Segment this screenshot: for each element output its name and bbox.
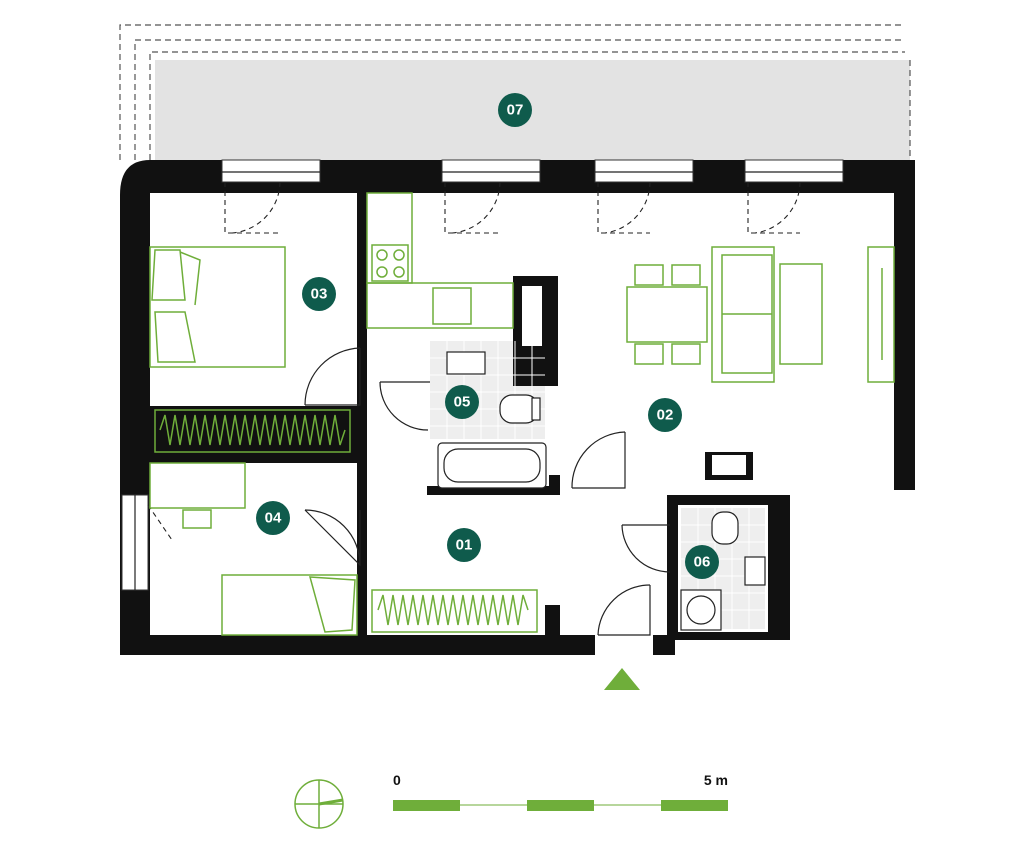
room-badge-05: 05: [445, 385, 479, 419]
entrance-arrow-icon: [604, 668, 640, 690]
furniture: [149, 192, 895, 636]
room-label: 04: [265, 510, 282, 527]
room-label: 06: [694, 554, 711, 571]
room-label: 07: [507, 102, 524, 119]
interior-doors: [304, 347, 671, 636]
room-badge-01: 01: [447, 528, 481, 562]
room-label: 01: [456, 537, 473, 554]
scale-bar: 0 5 m: [393, 772, 728, 811]
room-label: 03: [311, 286, 328, 303]
bathroom-fixtures: [430, 341, 766, 631]
room-badge-02: 02: [648, 398, 682, 432]
room-badge-07: 07: [498, 93, 532, 127]
room-label: 05: [454, 394, 471, 411]
scale-start-label: 0: [393, 772, 401, 788]
compass-icon: [294, 779, 344, 829]
balcony-doors: [147, 181, 801, 541]
terrace: [119, 24, 911, 160]
windows: [134, 171, 843, 590]
room-badge-03: 03: [302, 277, 336, 311]
room-label: 02: [657, 407, 674, 424]
room-badge-06: 06: [685, 545, 719, 579]
room-badge-04: 04: [256, 501, 290, 535]
scale-end-label: 5 m: [704, 772, 728, 788]
